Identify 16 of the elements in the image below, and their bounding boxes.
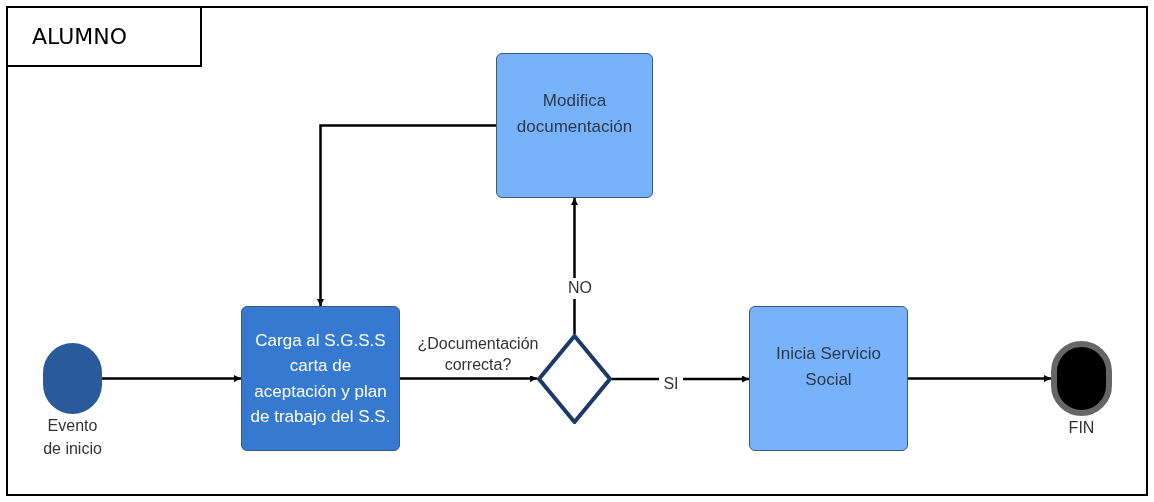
event-caption: FIN bbox=[1067, 418, 1096, 438]
arrow bbox=[102, 375, 241, 382]
process-box bbox=[749, 306, 908, 451]
arrow bbox=[612, 375, 749, 383]
process-text: Carga al S.G.S.S carta de aceptación y plan de trabajo del S.S. bbox=[250, 329, 391, 428]
swimlane bbox=[6, 6, 1148, 496]
event-caption: Evento de inicio bbox=[42, 416, 103, 460]
lane-header: ALUMNO bbox=[8, 8, 202, 67]
process-box bbox=[241, 306, 400, 451]
decision-diamond bbox=[537, 334, 612, 424]
process-box bbox=[496, 53, 653, 198]
process-text: Inicia Servicio Social bbox=[775, 343, 882, 391]
arrow bbox=[400, 375, 537, 382]
process-text: Modifica documentación bbox=[515, 90, 634, 138]
arrow bbox=[908, 375, 1051, 382]
arrow bbox=[317, 124, 496, 306]
